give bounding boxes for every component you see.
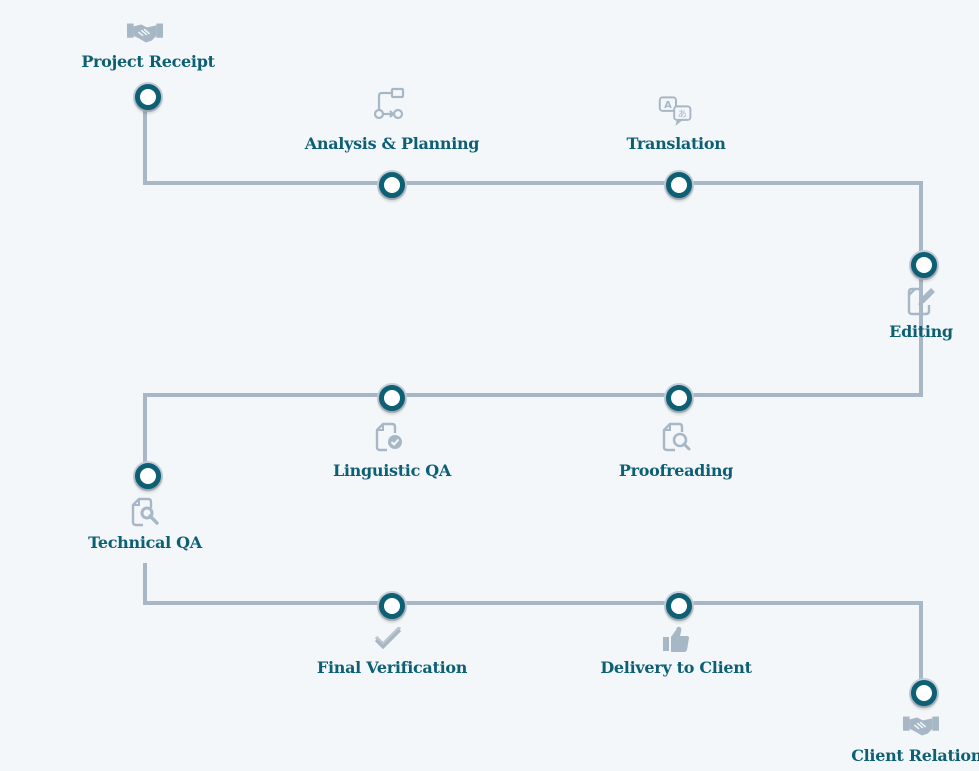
step-label-translation: Translation — [626, 134, 726, 153]
step-node-delivery-to-client[interactable] — [666, 593, 692, 619]
step-label-linguistic-qa: Linguistic QA — [332, 461, 452, 480]
step-node-client-relations[interactable] — [911, 680, 937, 706]
step-label-client-relations: Client Relations — [851, 746, 979, 765]
step-node-technical-qa[interactable] — [135, 463, 161, 489]
check-document-icon — [371, 421, 407, 453]
step-node-final-verification[interactable] — [379, 593, 405, 619]
step-label-project-receipt: Project Receipt — [81, 52, 215, 71]
handshake-icon — [903, 710, 939, 742]
search-document-icon — [658, 421, 694, 453]
step-label-editing: Editing — [889, 322, 953, 341]
step-label-proofreading: Proofreading — [618, 461, 734, 480]
thumbs-up-icon — [658, 623, 694, 655]
double-check-icon — [371, 623, 407, 655]
step-label-analysis-planning: Analysis & Planning — [304, 134, 480, 153]
translate-icon: A あ — [658, 94, 694, 126]
step-label-technical-qa: Technical QA — [88, 533, 202, 552]
step-node-editing[interactable] — [911, 252, 937, 278]
step-node-proofreading[interactable] — [666, 385, 692, 411]
step-node-analysis-planning[interactable] — [379, 172, 405, 198]
wrench-document-icon — [127, 496, 163, 528]
step-node-project-receipt[interactable] — [135, 84, 161, 110]
step-label-delivery-to-client: Delivery to Client — [600, 658, 752, 677]
handshake-icon — [127, 17, 163, 49]
step-label-final-verification: Final Verification — [316, 658, 468, 677]
workflow-icon — [371, 87, 407, 120]
svg-text:A: A — [664, 100, 672, 111]
edit-document-icon — [903, 285, 939, 317]
step-node-translation[interactable] — [666, 172, 692, 198]
svg-text:あ: あ — [678, 109, 687, 120]
step-node-linguistic-qa[interactable] — [379, 385, 405, 411]
